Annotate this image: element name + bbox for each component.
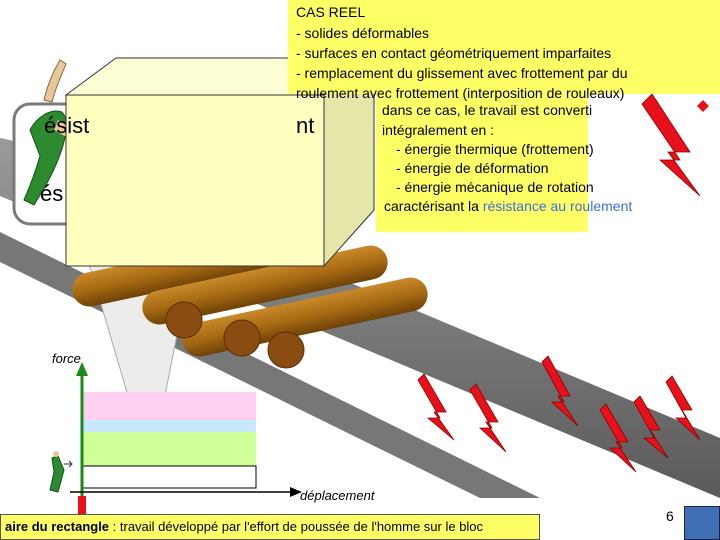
- callout-line-10: caractérisant la résistance au roulement: [384, 196, 632, 217]
- callout-title: CAS REEL: [296, 4, 366, 20]
- callout-line-9: - énergie mécanique de rotation: [396, 179, 594, 195]
- callout-line-1: - solides déformables: [296, 25, 430, 41]
- lightning-bolts: [417, 93, 701, 473]
- page-number: 6: [666, 508, 674, 524]
- bottom-note-text: : travail développé par l'effort de pous…: [109, 519, 484, 534]
- callout-line-7: - énergie thermique (frottement): [396, 141, 594, 157]
- background-label-top-right: nt: [296, 113, 315, 138]
- bottom-note-bold: aire du rectangle: [5, 519, 110, 534]
- callout-line-3: - remplacement du glissement avec frotte…: [296, 65, 628, 81]
- small-man-icon: [49, 451, 73, 493]
- callout-line-8: - énergie de déformation: [396, 160, 549, 176]
- callout-line-10-prefix: caractérisant la: [384, 198, 483, 214]
- callout-line-6: intégralement en :: [382, 122, 495, 138]
- next-slide-button[interactable]: [684, 506, 720, 540]
- background-label-top: ésist: [44, 113, 90, 138]
- callout-background: [288, 0, 720, 232]
- bottom-note: aire du rectangle : travail développé pa…: [0, 514, 540, 540]
- energy-bands: [81, 392, 257, 489]
- diamond-bullet-icon: [697, 100, 709, 112]
- chart-xlabel: déplacement: [300, 488, 375, 503]
- rolling-resistance-highlight: résistance au roulement: [482, 198, 633, 214]
- chart-axes: [70, 362, 302, 514]
- background-label-mid: és: [40, 181, 64, 206]
- block: [64, 57, 376, 268]
- callout-line-2: - surfaces en contact géométriquement im…: [296, 45, 612, 61]
- callout-line-5: dans ce cas, le travail est converti: [382, 102, 593, 118]
- callout-line-4: roulement avec frottement (interposition…: [296, 85, 625, 101]
- chart-ylabel: force: [52, 351, 81, 366]
